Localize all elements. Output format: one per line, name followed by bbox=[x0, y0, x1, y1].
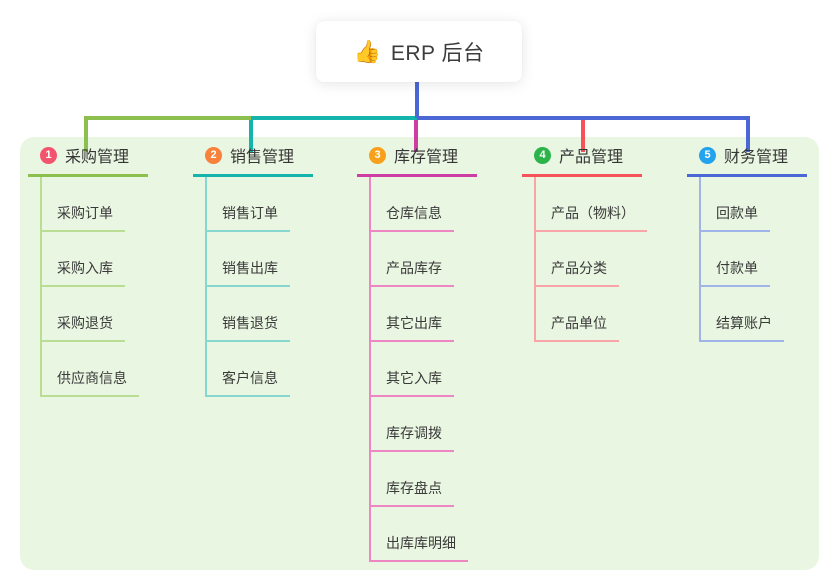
child-node[interactable]: 库存盘点 bbox=[369, 478, 454, 507]
connector-drop-product bbox=[581, 116, 585, 152]
branch-children: 回款单 付款单 结算账户 bbox=[699, 177, 784, 342]
branch-label: 产品管理 bbox=[559, 149, 624, 166]
child-node[interactable]: 结算账户 bbox=[699, 313, 784, 342]
branch-purchase: 1 采购管理 采购订单 采购入库 采购退货 供应商信息 bbox=[28, 144, 148, 397]
branch-number-badge: 2 bbox=[205, 146, 222, 164]
root-node-label: ERP 后台 bbox=[390, 41, 485, 65]
branch-header-inventory[interactable]: 3 库存管理 bbox=[357, 144, 477, 177]
branch-header-product[interactable]: 4 产品管理 bbox=[522, 144, 642, 177]
child-node[interactable]: 仓库信息 bbox=[369, 203, 454, 232]
child-node[interactable]: 其它出库 bbox=[369, 313, 454, 342]
branch-header-purchase[interactable]: 1 采购管理 bbox=[28, 144, 148, 177]
branch-tree-line bbox=[40, 177, 42, 397]
child-node[interactable]: 采购订单 bbox=[40, 203, 125, 232]
child-node[interactable]: 销售退货 bbox=[205, 313, 290, 342]
branch-number-badge: 5 bbox=[699, 146, 716, 164]
branch-tree-line bbox=[205, 177, 207, 397]
root-stem-line bbox=[415, 82, 419, 118]
child-node[interactable]: 产品（物料） bbox=[534, 203, 647, 232]
child-node[interactable]: 库存调拨 bbox=[369, 423, 454, 452]
branch-number-badge: 4 bbox=[534, 146, 551, 164]
branch-children: 销售订单 销售出库 销售退货 客户信息 bbox=[205, 177, 290, 397]
child-node[interactable]: 付款单 bbox=[699, 258, 770, 287]
branch-number-badge: 1 bbox=[40, 146, 57, 164]
branch-children: 仓库信息 产品库存 其它出库 其它入库 库存调拨 库存盘点 出库库明细 bbox=[369, 177, 468, 562]
branch-inventory: 3 库存管理 仓库信息 产品库存 其它出库 其它入库 库存调拨 库存盘点 出库库… bbox=[357, 144, 477, 562]
branch-label: 采购管理 bbox=[65, 149, 130, 166]
child-node[interactable]: 客户信息 bbox=[205, 368, 290, 397]
branch-header-finance[interactable]: 5 财务管理 bbox=[687, 144, 807, 177]
branch-label: 财务管理 bbox=[724, 149, 789, 166]
child-node[interactable]: 采购入库 bbox=[40, 258, 125, 287]
branch-tree-line bbox=[369, 177, 371, 562]
child-node[interactable]: 销售出库 bbox=[205, 258, 290, 287]
connector-horizontal-finance bbox=[417, 116, 748, 120]
branch-tree-line bbox=[534, 177, 536, 342]
branches-panel bbox=[20, 137, 819, 570]
child-node[interactable]: 产品库存 bbox=[369, 258, 454, 287]
branch-finance: 5 财务管理 回款单 付款单 结算账户 bbox=[687, 144, 807, 342]
connector-drop-purchase bbox=[84, 116, 88, 152]
child-node[interactable]: 其它入库 bbox=[369, 368, 454, 397]
connector-drop-inventory bbox=[414, 116, 418, 152]
branch-header-sales[interactable]: 2 销售管理 bbox=[193, 144, 313, 177]
branch-sales: 2 销售管理 销售订单 销售出库 销售退货 客户信息 bbox=[193, 144, 313, 397]
connector-horizontal-sales bbox=[251, 116, 417, 120]
connector-drop-sales bbox=[249, 116, 253, 152]
child-node[interactable]: 出库库明细 bbox=[369, 533, 468, 562]
branch-product: 4 产品管理 产品（物料） 产品分类 产品单位 bbox=[522, 144, 647, 342]
branch-children: 采购订单 采购入库 采购退货 供应商信息 bbox=[40, 177, 139, 397]
thumbs-up-icon: 👍 bbox=[353, 38, 381, 64]
connector-drop-finance bbox=[746, 116, 750, 152]
child-node[interactable]: 回款单 bbox=[699, 203, 770, 232]
root-node[interactable]: 👍 ERP 后台 bbox=[316, 21, 522, 82]
child-node[interactable]: 供应商信息 bbox=[40, 368, 139, 397]
branch-label: 库存管理 bbox=[394, 149, 459, 166]
branch-children: 产品（物料） 产品分类 产品单位 bbox=[534, 177, 647, 342]
child-node[interactable]: 采购退货 bbox=[40, 313, 125, 342]
child-node[interactable]: 产品分类 bbox=[534, 258, 619, 287]
child-node[interactable]: 产品单位 bbox=[534, 313, 619, 342]
branch-label: 销售管理 bbox=[230, 149, 295, 166]
branch-tree-line bbox=[699, 177, 701, 342]
child-node[interactable]: 销售订单 bbox=[205, 203, 290, 232]
branch-number-badge: 3 bbox=[369, 146, 386, 164]
